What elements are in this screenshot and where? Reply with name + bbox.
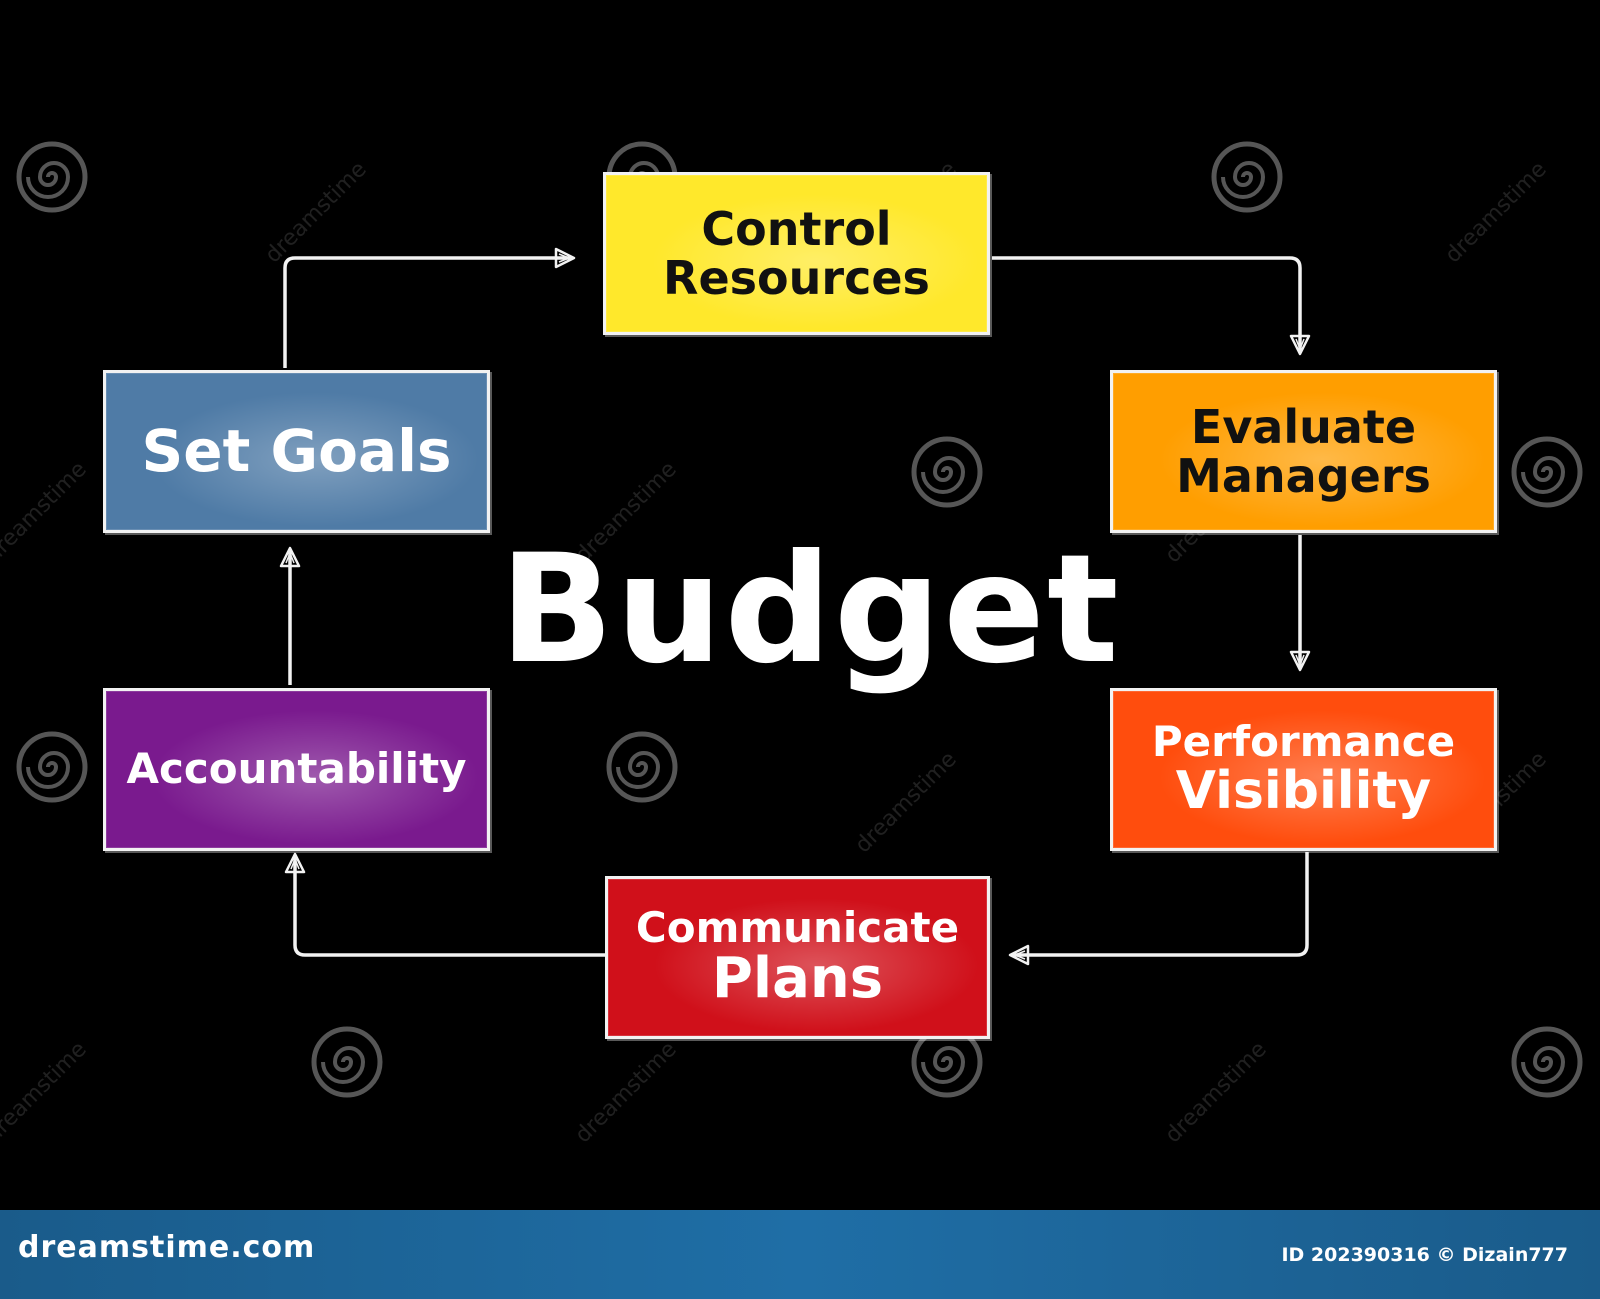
footer-site-name[interactable]: dreamstime.com	[18, 1230, 316, 1265]
connector-layer	[279, 247, 1311, 966]
watermark-spiral-icon	[1210, 140, 1284, 214]
box-communicate-plans-line: Plans	[711, 946, 884, 1012]
arrow-performance-visibility-to-communicate-plans	[1008, 852, 1309, 966]
box-evaluate-managers-line: Evaluate	[1190, 400, 1417, 455]
watermark-spiral-icon	[15, 140, 89, 214]
watermark-spiral-icon	[1510, 435, 1584, 509]
footer-image-credit: ID 202390316 © Dizain777	[1281, 1244, 1568, 1266]
watermark-spiral-icon	[910, 435, 984, 509]
box-communicate-plans-line: Communicate	[635, 903, 960, 953]
box-set-goals-line: Set Goals	[141, 417, 452, 486]
arrow-control-resources-to-evaluate-managers	[992, 256, 1311, 356]
watermark-spiral-icon	[310, 1025, 384, 1099]
watermark-spiral-icon	[1510, 1025, 1584, 1099]
box-control-resources-line: Resources	[663, 250, 930, 305]
box-set-goals: Set Goals	[103, 370, 490, 533]
box-accountability: Accountability	[103, 688, 490, 851]
center-title: Budget	[499, 523, 1121, 697]
arrow-communicate-plans-to-accountability	[284, 852, 605, 957]
box-accountability-line: Accountability	[126, 744, 467, 794]
footer-bar: dreamstime.com ID 202390316 © Dizain777	[0, 1210, 1600, 1299]
arrow-set-goals-to-control-resources	[283, 247, 576, 368]
box-control-resources-line: Control	[701, 202, 892, 257]
box-performance-visibility-line: Performance	[1151, 717, 1456, 767]
watermark-spiral-icon	[15, 730, 89, 804]
box-evaluate-managers-line: Managers	[1176, 448, 1431, 503]
box-performance-visibility-line: Visibility	[1175, 761, 1432, 822]
watermark-spiral-icon	[605, 730, 679, 804]
